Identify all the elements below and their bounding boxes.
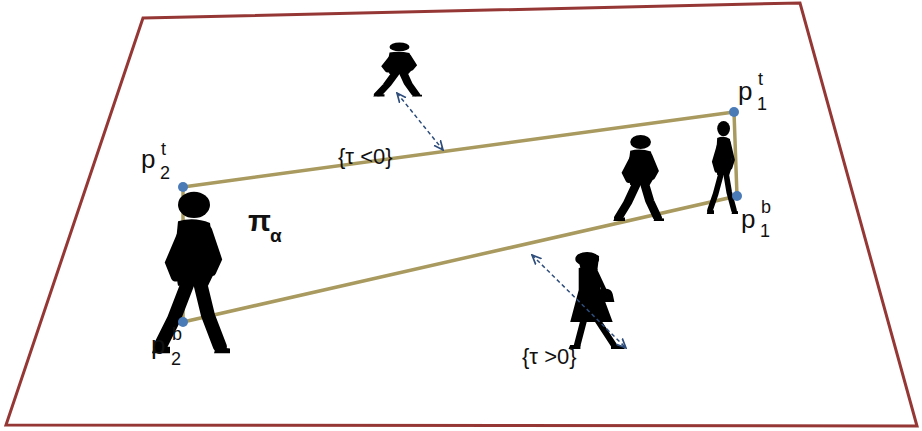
point-subscript: 1 <box>757 95 767 113</box>
point-superscript: t <box>758 70 763 88</box>
point-name: p <box>741 206 755 232</box>
distance-arrow <box>397 93 443 150</box>
point-superscript: b <box>172 325 182 343</box>
region-label: {τ <0} <box>338 146 393 168</box>
corner-point <box>732 191 742 201</box>
point-name: p <box>738 78 752 104</box>
point-name: p <box>151 332 165 358</box>
point-name: p <box>141 146 155 172</box>
ground-plane <box>6 3 917 426</box>
point-subscript: 2 <box>160 164 170 182</box>
point-subscript: 2 <box>171 350 181 368</box>
plane-name: π <box>248 206 271 236</box>
person-silhouette <box>569 252 625 349</box>
point-subscript: 1 <box>760 222 770 240</box>
region-label: {τ >0} <box>522 346 577 368</box>
distance-arrow <box>532 255 626 348</box>
corner-point <box>729 107 739 117</box>
person-silhouette <box>152 192 230 354</box>
person-silhouette <box>373 43 422 97</box>
point-superscript: t <box>161 140 166 158</box>
plane-subscript: α <box>270 226 282 245</box>
person-silhouette <box>613 135 664 221</box>
vertical-plane <box>183 112 737 322</box>
corner-point <box>178 182 188 192</box>
point-superscript: b <box>761 198 771 216</box>
person-silhouette <box>707 121 738 214</box>
